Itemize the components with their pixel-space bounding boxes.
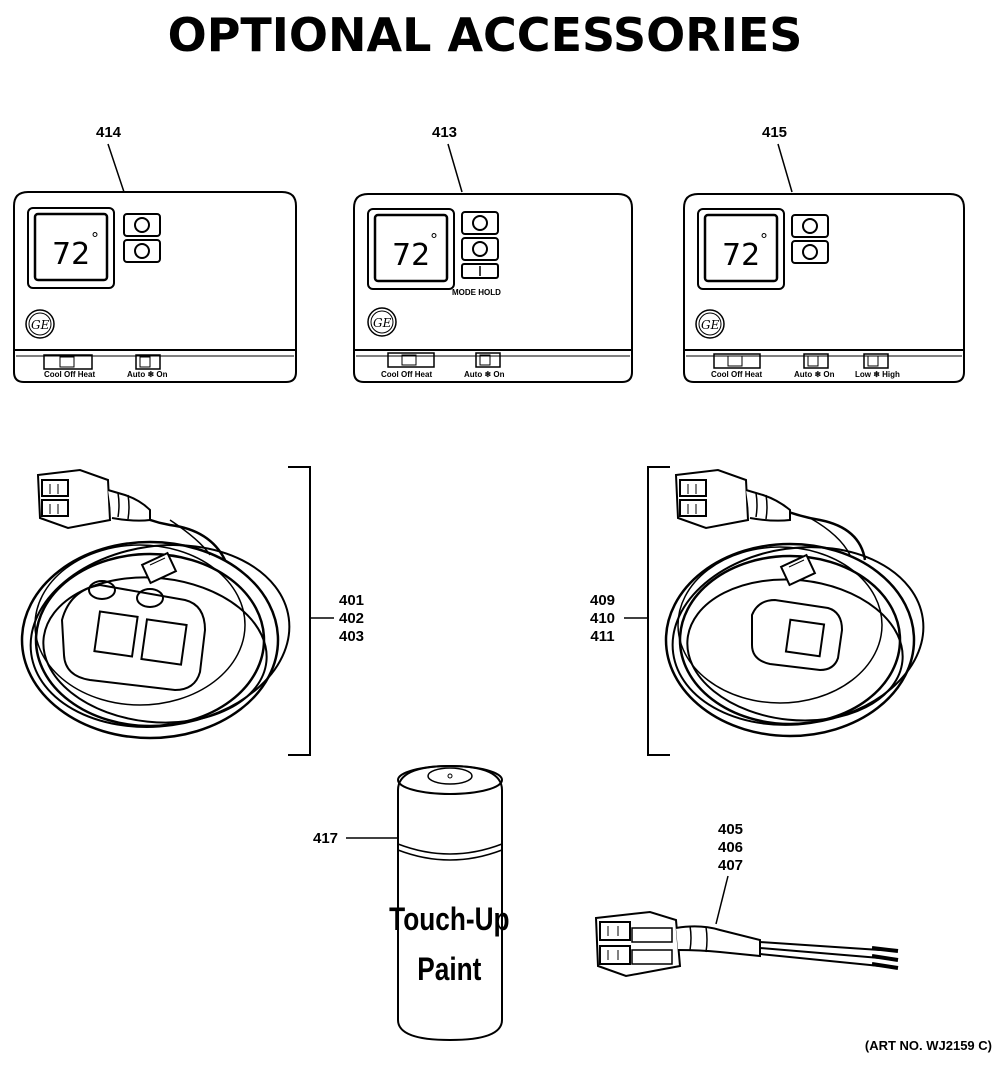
switch-label-mode: Cool Off Heat [711,370,762,379]
small-plug-icon [140,551,178,585]
remote-pod-icon [751,598,844,672]
ref-403: 403 [339,628,365,645]
ref-407: 407 [718,857,744,874]
switch-label-fan: Auto ❄ On [794,370,835,379]
ref-410: 410 [590,610,616,627]
small-plug-icon [779,553,817,587]
lcd-display: 72 [52,237,90,272]
ref-402: 402 [339,610,365,627]
bracket-right [647,466,670,756]
ge-logo-icon: GE [25,309,55,339]
ge-logo-icon: GE [695,309,725,339]
svg-text:GE: GE [31,318,50,332]
remote-cord-harness-409 [624,466,925,756]
degree-symbol: ° [430,230,438,249]
ref-415: 415 [762,124,788,141]
ref-409: 409 [590,592,616,609]
connector-icon [674,468,791,530]
lcd-display: 72 [392,238,430,273]
ref-401: 401 [339,592,365,609]
ref-406: 406 [718,839,744,856]
leader-414 [107,143,125,193]
ref-group-left: 401 402 403 [339,592,364,646]
degree-symbol: ° [91,229,99,248]
svg-text:GE: GE [373,316,392,330]
switch-label-mode: Cool Off Heat [381,370,432,379]
degree-symbol: ° [760,230,768,249]
ref-411: 411 [590,628,615,645]
svg-text:GE: GE [701,318,720,332]
connector-icon [36,468,151,530]
leader-413 [447,143,463,193]
paint-label-line1: Touch-Up [389,903,509,938]
bracket-left [288,466,311,756]
ref-413: 413 [432,124,458,141]
page-title: OPTIONAL ACCESSORIES [167,8,803,62]
button-label-mode-hold: MODE HOLD [452,288,501,297]
leader-415 [777,143,793,193]
touch-up-paint-can: Touch-Up Paint [346,764,510,1042]
ref-414: 414 [96,124,122,141]
ref-group-connector: 405 406 407 [718,821,743,875]
switch-label-fan: Auto ❄ On [464,370,505,379]
paint-label-line2: Paint [417,953,481,988]
switch-label-speed: Low ❄ High [855,370,900,379]
connector-icon [594,910,682,978]
ref-417: 417 [313,830,339,847]
thermostat-415: 72 ° GE Cool Off Heat Auto ❄ On Low ❄ Hi… [683,143,965,383]
art-number: (ART NO. WJ2159 C) [864,1038,992,1053]
thermostat-414: 72 ° GE Cool Off Heat Auto ❄ On [13,143,297,383]
connector-harness-405 [594,875,899,978]
ref-group-right: 409 410 411 [590,592,615,646]
thermostat-413: 72 ° MODE HOLD GE Cool Off Heat Auto ❄ O… [353,143,633,383]
switch-label-fan: Auto ❄ On [127,370,168,379]
switch-label-mode: Cool Off Heat [44,370,95,379]
remote-cord-harness-401 [20,466,334,756]
ref-405: 405 [718,821,744,838]
ge-logo-icon: GE [367,307,397,337]
lcd-display: 72 [722,238,760,273]
leader-405 [715,875,729,925]
remote-pod-icon [60,580,207,692]
